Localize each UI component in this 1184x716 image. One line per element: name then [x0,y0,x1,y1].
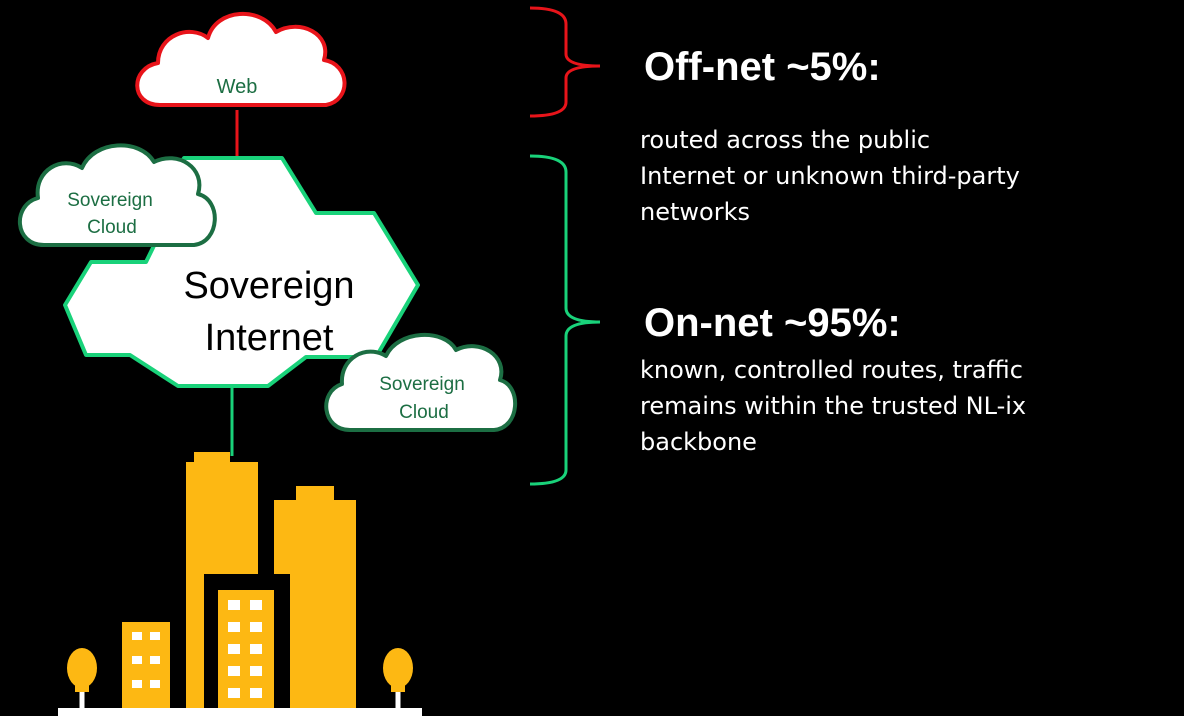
sovereign-cloud-left: Sovereign Cloud [18,143,217,247]
offnet-desc-line: routed across the public [640,126,931,154]
offnet-desc-line: networks [640,198,750,226]
offnet-heading: Off-net ~5%: [644,45,881,89]
cloud-left-label-line1: Sovereign [67,190,153,211]
onnet-description: known, controlled routes, traffic remain… [640,352,1160,460]
web-cloud: Web [135,11,347,107]
onnet-bracket [529,154,601,486]
cloud-left-label-line2: Cloud [87,217,137,238]
offnet-desc-line: Internet or unknown third-party [640,162,1020,190]
sovereign-cloud-right: Sovereign Cloud [324,333,517,432]
onnet-desc-line: remains within the trusted NL-ix [640,392,1027,420]
onnet-desc-line: backbone [640,428,757,456]
web-cloud-label: Web [217,76,258,98]
city-buildings-icon [58,452,422,716]
cloud-right-label-line1: Sovereign [379,374,465,395]
onnet-desc-line: known, controlled routes, traffic [640,356,1023,384]
core-label-line1: Sovereign [183,265,354,307]
onnet-heading: On-net ~95%: [644,301,901,345]
offnet-bracket [529,6,601,118]
core-label-line2: Internet [205,317,334,359]
offnet-description: routed across the public Internet or unk… [640,122,1160,230]
cloud-right-label-line2: Cloud [399,402,449,423]
